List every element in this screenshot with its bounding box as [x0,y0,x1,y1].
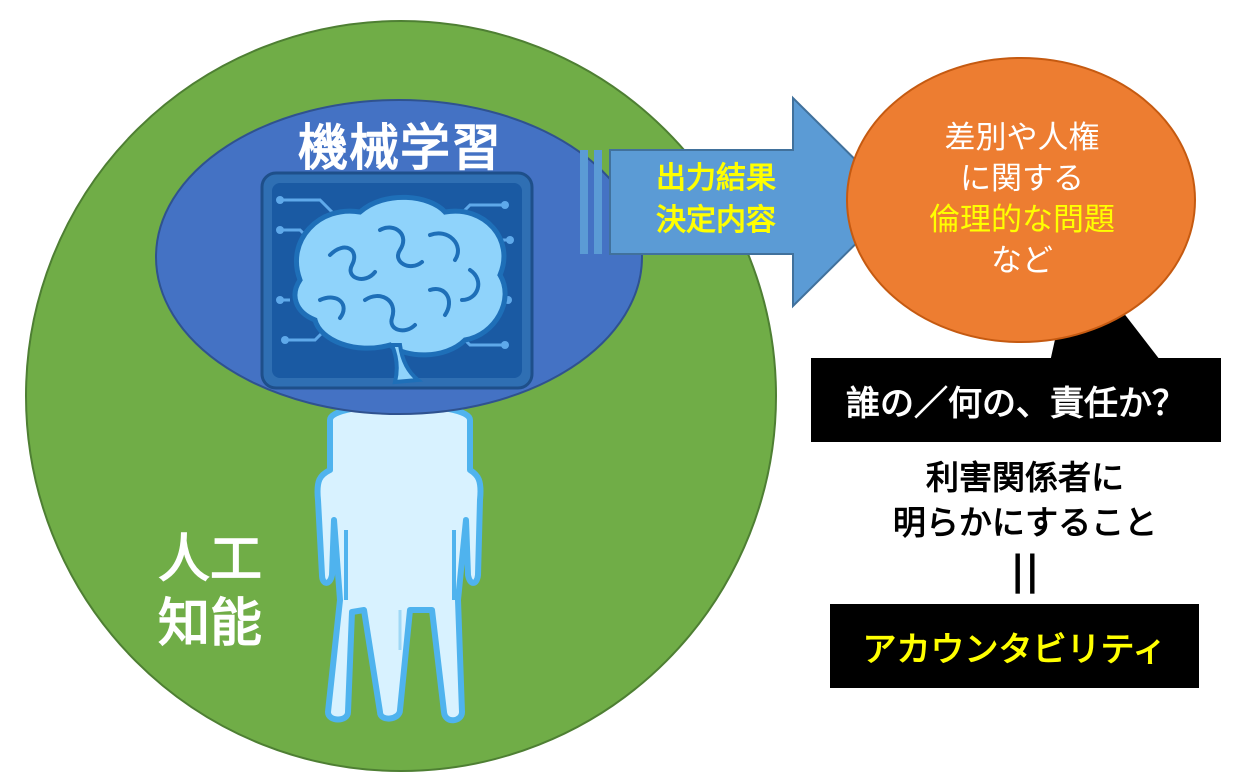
ai-label: 人工 知能 [140,528,280,656]
ethics-callout [846,57,1196,362]
responsibility-box: 誰の／何の、責任か？ [811,358,1221,442]
stakeholder-line1: 利害関係者に [926,458,1124,497]
ai-label-line1: 人工 [157,530,262,590]
ai-label-line2: 知能 [157,594,262,654]
ethics-line1: 差別や人権 [944,120,1100,156]
ethics-text: 差別や人権 に関する 倫理的な問題 など [858,118,1186,282]
arrow-label: 出力結果 決定内容 [626,158,806,242]
arrow-label-line2: 決定内容 [656,203,776,238]
ethics-line2: に関する [960,161,1084,197]
brain-icon [292,194,508,385]
arrow-label-line1: 出力結果 [656,161,776,196]
human-figure-icon [314,402,484,724]
stakeholder-text: 利害関係者に 明らかにすること [820,455,1230,545]
ethics-line3: 倫理的な問題 [929,202,1115,238]
accountability-label: アカウンタビリティ [862,629,1167,670]
accountability-box: アカウンタビリティ [830,604,1199,688]
ml-title: 機械学習 [298,119,502,177]
output-arrow [580,95,900,309]
ethics-line4: など [991,243,1053,279]
equals-sign: || [1010,548,1040,594]
stakeholder-line2: 明らかにすること [892,503,1158,542]
responsibility-question: 誰の／何の、責任か？ [846,383,1186,424]
